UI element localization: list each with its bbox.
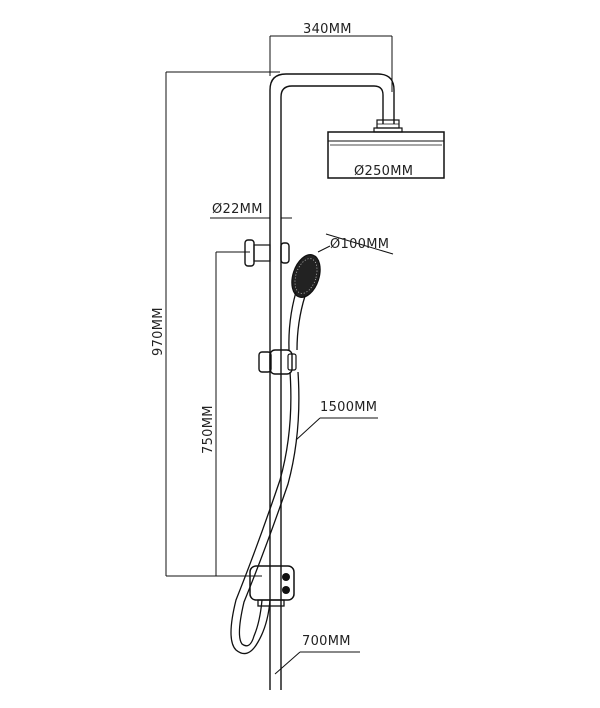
rain-shower-head: Ø250MM — [327, 131, 445, 179]
hose-length-dimension: 1500MM — [295, 400, 378, 441]
bottom-length-dimension: 700MM — [274, 634, 360, 675]
width-dimension: 340MM — [269, 22, 393, 92]
pipe-diameter-dimension: Ø22MM — [210, 202, 292, 219]
pipe-diameter-label: Ø22MM — [212, 202, 263, 217]
wall-bracket-top — [244, 239, 290, 267]
slide-height-dimension: 750MM — [201, 251, 250, 576]
slider-holder — [258, 349, 297, 375]
head-shower-connector — [373, 119, 403, 133]
shower-hose — [230, 371, 300, 655]
hose-length-label: 1500MM — [320, 400, 377, 415]
mixer-body — [249, 565, 295, 607]
total-height-label: 970MM — [151, 307, 166, 356]
bottom-length-label: 700MM — [302, 634, 351, 649]
width-label: 340MM — [303, 22, 352, 37]
shower-riser-pipe — [269, 73, 395, 690]
hand-shower — [288, 254, 321, 351]
head-diameter-label: Ø250MM — [354, 164, 413, 179]
hand-shower-diameter-label: Ø100MM — [330, 237, 389, 252]
hand-shower-diameter-dimension: Ø100MM — [317, 233, 394, 255]
total-height-dimension: 970MM — [151, 71, 280, 577]
slide-height-label: 750MM — [201, 405, 216, 454]
